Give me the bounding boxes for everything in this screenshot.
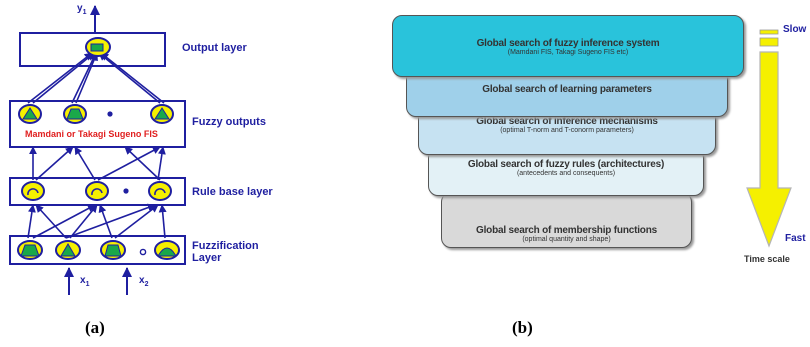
input1-var-text: x [80, 275, 86, 286]
fuzzification-ellipsis [139, 248, 147, 256]
rule-to-output-links [29, 146, 166, 181]
input2-var-sub: 2 [144, 281, 149, 288]
rule-ellipsis [123, 188, 129, 194]
rule-node-3 [148, 181, 172, 201]
output-node [85, 37, 111, 57]
hierarchy-level-1: Global search of fuzzy inference system … [392, 15, 744, 77]
hierarchy-level-4: Global search of fuzzy rules (architectu… [428, 148, 704, 196]
fis-label: Mamdani or Takagi Sugeno FIS [25, 129, 158, 139]
rule-node-2 [85, 181, 109, 201]
fuzzification-node-3 [100, 240, 126, 260]
fuzzification-layer-label: Fuzzification Layer [192, 240, 259, 264]
input1-var-sub: 1 [85, 281, 90, 288]
fuzzy-output-ellipsis [107, 111, 113, 117]
output-var-text: y [77, 3, 83, 14]
time-scale-arrow [746, 29, 792, 248]
fuzzification-node-2 [55, 240, 81, 260]
network-diagram [9, 5, 186, 295]
fuzzification-node-1 [17, 240, 43, 260]
rule-base-layer-label: Rule base layer [192, 186, 273, 198]
input-x2-label: x2 [139, 275, 148, 288]
level-4-title: Global search of fuzzy rules (architectu… [467, 159, 665, 170]
level-1-title: Global search of fuzzy inference system [476, 38, 660, 49]
fuzzy-output-node-2 [63, 104, 87, 124]
fuzzification-label-line2: Layer [192, 252, 222, 264]
level-5-subtitle: (optimal quantity and shape) [522, 236, 611, 243]
hierarchy-level-5: Global search of membership functions (o… [441, 192, 692, 248]
fuzzification-node-4 [154, 240, 180, 260]
caption-a: (a) [85, 318, 105, 337]
time-scale-label: Time scale [744, 254, 790, 264]
output-var-sub: 1 [82, 9, 87, 16]
output-layer-label: Output layer [182, 42, 247, 54]
level-5-title: Global search of membership functions [476, 225, 657, 236]
fast-label: Fast [785, 233, 806, 244]
level-4-subtitle: (antecedents and consequents) [516, 170, 616, 177]
fuzzification-label-line1: Fuzzification [192, 240, 259, 252]
input-x1-label: x1 [80, 275, 89, 288]
fuzz-to-rule-links [27, 203, 167, 239]
fuzzy-to-output-links [27, 52, 165, 104]
level-1-subtitle: (Mamdani FIS, Takagi Sugeno FIS etc) [507, 49, 629, 56]
fuzzy-output-node-1 [18, 104, 42, 124]
level-3-title: Global search of inference mechanisms [476, 116, 658, 127]
output-variable-label: y1 [77, 3, 86, 16]
caption-b: (b) [512, 318, 533, 337]
rule-node-1 [21, 181, 45, 201]
fuzzy-output-node-3 [150, 104, 174, 124]
input2-var-text: x [139, 275, 145, 286]
level-2-title: Global search of learning parameters [482, 84, 652, 95]
fuzzy-outputs-label: Fuzzy outputs [192, 116, 266, 128]
slow-label: Slow [783, 24, 807, 35]
level-3-subtitle: (optimal T-norm and T-conorm parameters) [500, 127, 634, 134]
